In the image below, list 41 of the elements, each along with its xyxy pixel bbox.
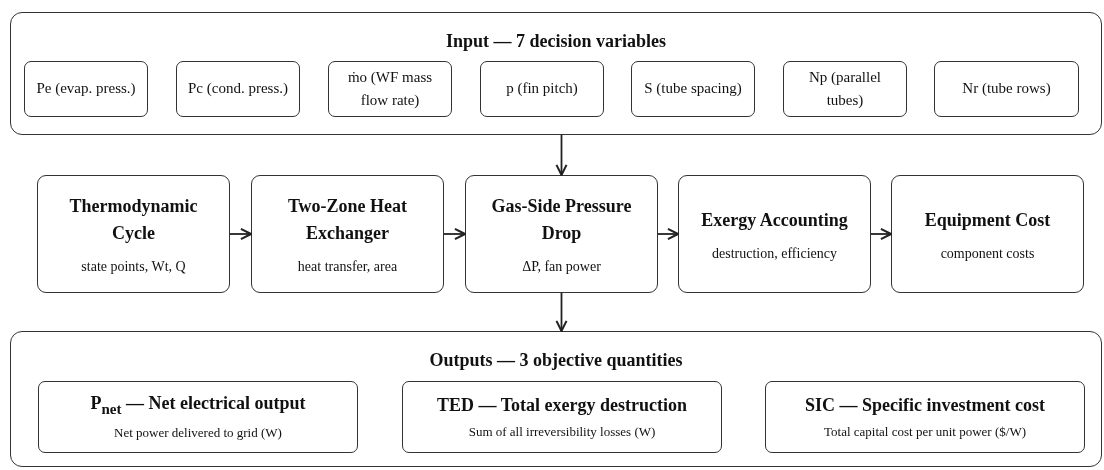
process-box — [251, 175, 444, 293]
process-box — [37, 175, 230, 293]
variable-box: ṁo (WF mass flow rate) — [328, 61, 452, 117]
heading: Equipment Cost — [923, 208, 1052, 232]
process-box — [678, 175, 871, 293]
arrow — [870, 227, 892, 241]
description: Sum of all irreversibility losses (W) — [468, 423, 656, 440]
output-box — [765, 381, 1085, 453]
variable-box: p (fin pitch) — [480, 61, 604, 117]
heading: P$_{net}$ — Net electrical output — [90, 392, 306, 418]
description: Net power delivered to grid (W) — [114, 425, 282, 442]
process-box — [465, 175, 658, 293]
heading: Exergy Accounting — [700, 208, 849, 232]
output-box — [402, 381, 722, 453]
heading: Input — 7 decision variables — [445, 31, 666, 52]
variable-box: Pe (evap. press.) — [24, 61, 148, 117]
group-panel — [10, 12, 1102, 135]
description: destruction, efficiency — [712, 245, 837, 262]
variable-box: Nr (tube rows) — [934, 61, 1079, 117]
description: ΔP, fan power — [522, 259, 601, 275]
variable-box: S (tube spacing) — [631, 61, 755, 117]
description: component costs — [940, 245, 1035, 262]
variable-box: Np (parallel tubes) — [783, 61, 907, 117]
arrow — [555, 292, 568, 332]
heading: Outputs — 3 objective quantities — [429, 350, 683, 371]
process-box — [891, 175, 1084, 293]
heading: Gas-Side Pressure Drop — [490, 195, 633, 245]
description: heat transfer, area — [297, 259, 398, 275]
heading: Thermodynamic Cycle — [68, 195, 199, 245]
arrow — [555, 134, 568, 176]
arrow — [229, 227, 252, 241]
variable-box: Pc (cond. press.) — [176, 61, 300, 117]
description: state points, Wt, Q — [81, 259, 186, 275]
description: Total capital cost per unit power ($/W) — [824, 423, 1026, 440]
heading: SIC — Specific investment cost — [805, 394, 1045, 416]
output-box — [38, 381, 358, 453]
heading: Two-Zone Heat Exchanger — [286, 195, 409, 245]
group-panel — [10, 331, 1102, 467]
arrow — [657, 227, 679, 241]
arrow — [443, 227, 466, 241]
heading: TED — Total exergy destruction — [437, 394, 687, 416]
